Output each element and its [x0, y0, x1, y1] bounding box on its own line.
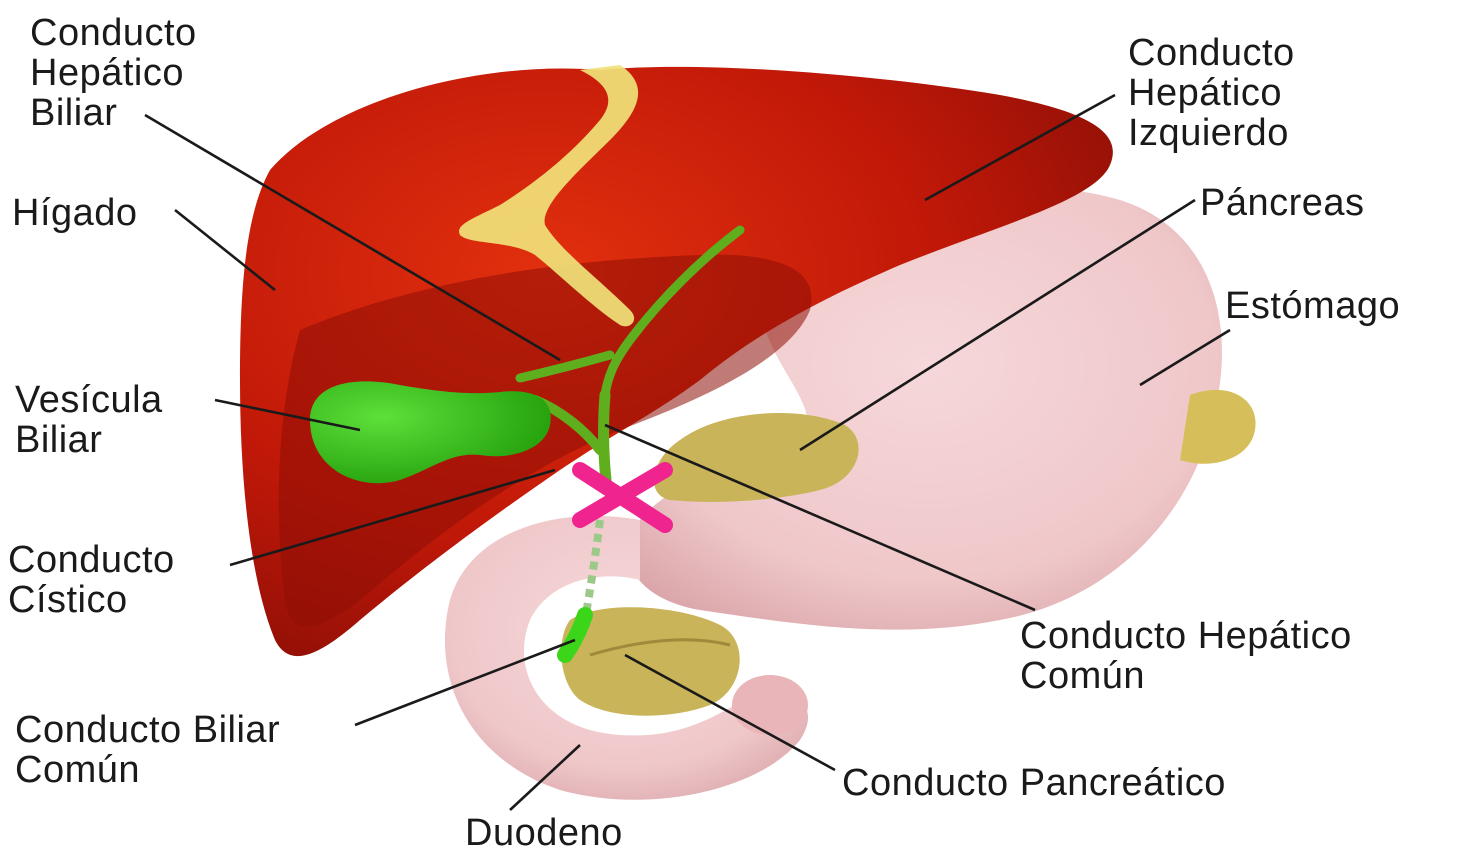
label-conducto-cistico: Conducto Cístico [8, 539, 186, 621]
label-vesicula-biliar: Vesícula Biliar [15, 379, 174, 461]
duodenum-fold [732, 675, 808, 735]
label-conducto-hepatico-biliar: Conducto Hepático Biliar [30, 12, 208, 134]
label-estomago: Estómago [1225, 285, 1400, 327]
common-hepatic-duct [604, 395, 606, 480]
label-conducto-hepatico-izquierdo: Conducto Hepático Izquierdo [1128, 32, 1306, 154]
label-conducto-biliar-comun: Conducto Biliar Común [15, 709, 291, 791]
x-mark-icon [580, 470, 665, 525]
label-conducto-hepatico-comun: Conducto Hepático Común [1020, 615, 1363, 697]
label-higado: Hígado [12, 192, 138, 234]
label-pancreas: Páncreas [1200, 182, 1365, 224]
label-duodeno: Duodeno [465, 812, 623, 853]
stomach-pylorus [1180, 390, 1256, 464]
label-conducto-pancreatico: Conducto Pancreático [842, 762, 1226, 804]
